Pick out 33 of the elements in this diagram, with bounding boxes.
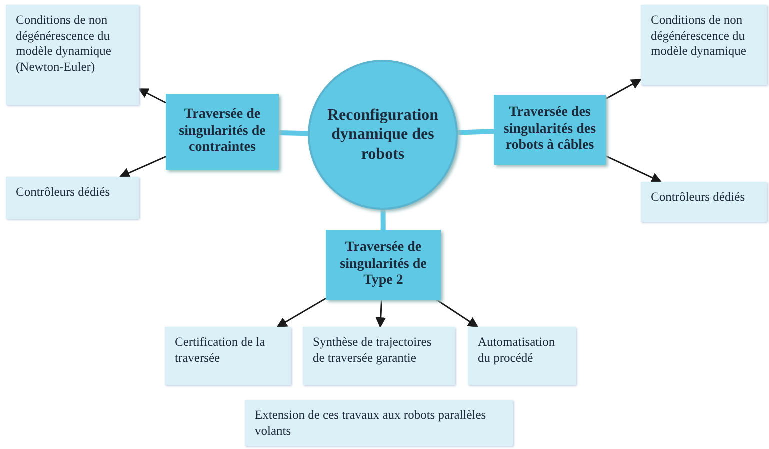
detail-box: [165, 327, 291, 385]
arrow: [276, 298, 326, 328]
detail-box: [6, 5, 139, 105]
arrow: [138, 88, 166, 104]
arrow: [376, 300, 386, 328]
connector: [278, 130, 308, 136]
node-text: Contrôleurs dédiés: [16, 185, 110, 201]
node-text: Automatisation du procédé: [478, 335, 556, 366]
topic-box: [326, 230, 441, 300]
node-text: Synthèse de trajectoires de traversée garantie: [313, 335, 433, 366]
arrow: [119, 156, 166, 178]
node-text: Contrôleurs dédiés: [651, 190, 746, 206]
arrow: [606, 156, 662, 183]
node-text: Reconfiguration dynamique des robots: [326, 106, 440, 164]
node-text: Traversée de singularités de Type 2: [339, 240, 428, 290]
node-text: Traversée des singularités des robots à câbles: [502, 104, 598, 156]
detail-box: [245, 400, 513, 446]
detail-box: [468, 327, 576, 385]
node-text: Conditions de non dégénérescence du modèle dynamique (Newton-Euler): [16, 13, 112, 76]
detail-box: [303, 327, 455, 385]
node-text: Conditions de non dégénérescence du modèle dynamique: [651, 13, 748, 60]
arrow: [606, 79, 642, 100]
detail-box: [641, 5, 767, 85]
detail-box: [6, 177, 139, 219]
topic-box: [494, 95, 606, 165]
node-text: Extension de ces travaux aux robots parallèles volants: [255, 408, 488, 440]
node-text: Certification de la traversée: [175, 335, 266, 366]
connector: [380, 210, 386, 230]
node-text: Traversée de singularités de contraintes: [178, 106, 267, 158]
arrow: [436, 299, 479, 328]
connector: [458, 129, 494, 136]
detail-box: [641, 182, 767, 222]
topic-box: [166, 94, 279, 170]
